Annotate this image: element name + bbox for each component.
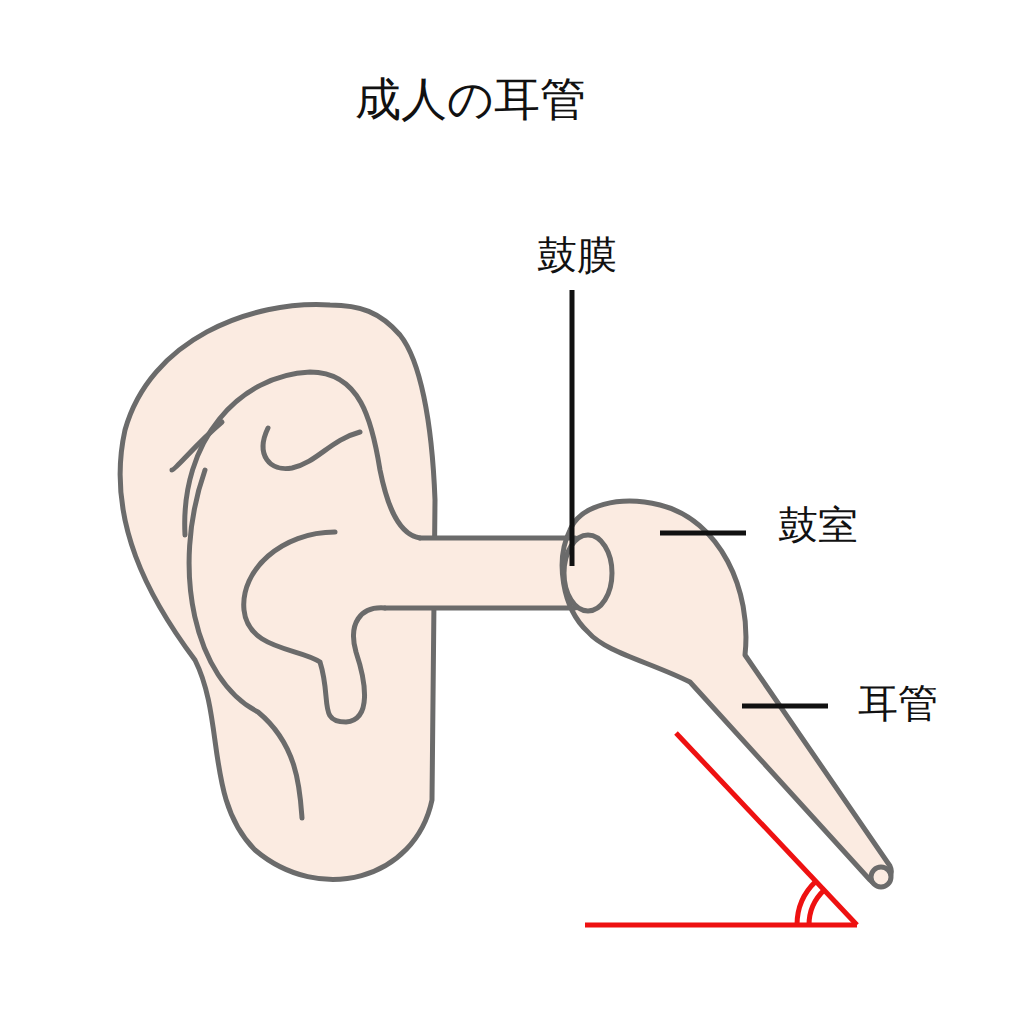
ear-canal [385,538,578,608]
leader-line [660,531,746,536]
auricle [120,305,435,880]
angle-line [676,733,857,925]
leader-line [742,704,828,709]
canal-top [420,536,575,541]
angle-line [585,923,857,928]
tympanic-cavity-and-tube [562,501,891,884]
part-label: 鼓膜 [537,231,617,279]
tube-opening [871,867,891,887]
part-label: 耳管 [858,679,938,727]
diagram-title: 成人の耳管 [355,72,586,127]
part-label: 鼓室 [778,501,858,549]
antihelix [244,532,385,722]
crus [263,428,360,469]
auricle-rim [189,470,302,818]
leader-line [570,290,575,566]
canal-bottom [385,606,575,611]
helix-inner [172,422,222,470]
angle-arc [809,890,824,925]
helix-fold [185,372,420,538]
